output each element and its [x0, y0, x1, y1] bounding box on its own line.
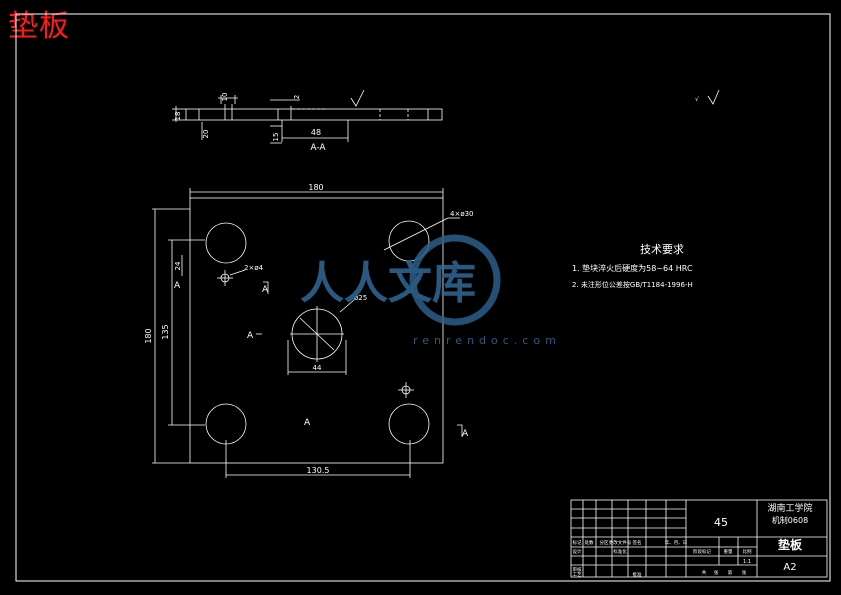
dim-130-5: 130.5	[307, 466, 330, 475]
dim-44: 44	[313, 364, 322, 372]
section-mark-a: A	[462, 429, 469, 439]
section-mark-a: A	[262, 285, 269, 295]
tb-sheet-unit: 张	[714, 569, 719, 576]
dim-15: 15	[272, 133, 280, 142]
dim-4xd30: 4×ø30	[450, 210, 474, 218]
tb-r4-c0: 工艺	[573, 572, 582, 578]
tb-r1-c0: 标记	[573, 539, 582, 546]
tb-scale: 1:1	[743, 559, 751, 565]
section-mark-a: A	[174, 281, 181, 291]
dim-180-width: 180	[308, 183, 323, 192]
tb-part-name: 垫板	[778, 537, 803, 552]
tb-sheet-total: 共	[702, 569, 707, 576]
tb-sheet-no: 第	[728, 569, 733, 576]
tb-r1-c1: 处数	[585, 539, 594, 546]
section-mark-a: A	[304, 418, 311, 428]
dim-20: 20	[202, 130, 210, 139]
roughness-symbol	[707, 89, 720, 105]
dim-24: 24	[174, 261, 182, 270]
roughness-mark: √	[695, 96, 699, 103]
dim-18: 18	[174, 112, 182, 121]
sheet-border	[15, 13, 831, 582]
tb-r1-c5: 年、月、日	[665, 539, 688, 546]
watermark: 人人文库 renrendoc.com	[300, 234, 561, 347]
title-block	[570, 499, 828, 578]
tb-sheet-unit2: 张	[742, 569, 747, 576]
dim-180-height: 180	[144, 328, 153, 343]
tb-hdr-scale: 比例	[743, 548, 752, 555]
tb-r2-c0: 设计	[573, 548, 582, 555]
tb-r1-c3: 更改文件号	[609, 539, 632, 546]
tb-class: 机制0608	[772, 515, 808, 525]
tb-r4-c3: 批准	[633, 571, 642, 578]
dim-48: 48	[311, 128, 321, 137]
drawing-title: 垫板	[8, 9, 70, 44]
watermark-sub: renrendoc.com	[413, 334, 561, 347]
watermark-text: 人人文库	[300, 258, 476, 309]
tb-school: 湖南工学院	[767, 502, 812, 514]
dim-10: 10	[221, 93, 229, 102]
side-view	[172, 89, 443, 144]
tb-size: A2	[783, 562, 796, 573]
tb-r1-c4: 签名	[633, 539, 642, 546]
dim-135: 135	[161, 324, 170, 339]
tb-hdr-stage: 阶段标记	[693, 548, 711, 555]
tb-r1-c2: 分区	[600, 539, 609, 546]
dim-2: 2	[293, 95, 301, 99]
tb-r3-c0: 审核	[573, 566, 582, 573]
tb-r2-c3: 标准化	[613, 548, 627, 555]
section-mark-a: A	[247, 331, 254, 341]
dim-d25: ø25	[354, 294, 367, 302]
tb-hdr-weight: 重量	[724, 548, 733, 555]
tech-line-2: 2. 未注形位公差按GB/T1184-1996-H	[572, 280, 693, 289]
section-label: A-A	[310, 143, 326, 153]
tech-line-1: 1. 垫块淬火后硬度为58~64 HRC	[572, 263, 693, 273]
dim-2xd4: 2×ø4	[244, 264, 264, 272]
tech-heading: 技术要求	[640, 243, 684, 256]
tb-material: 45	[714, 516, 728, 529]
plan-view	[152, 188, 463, 478]
